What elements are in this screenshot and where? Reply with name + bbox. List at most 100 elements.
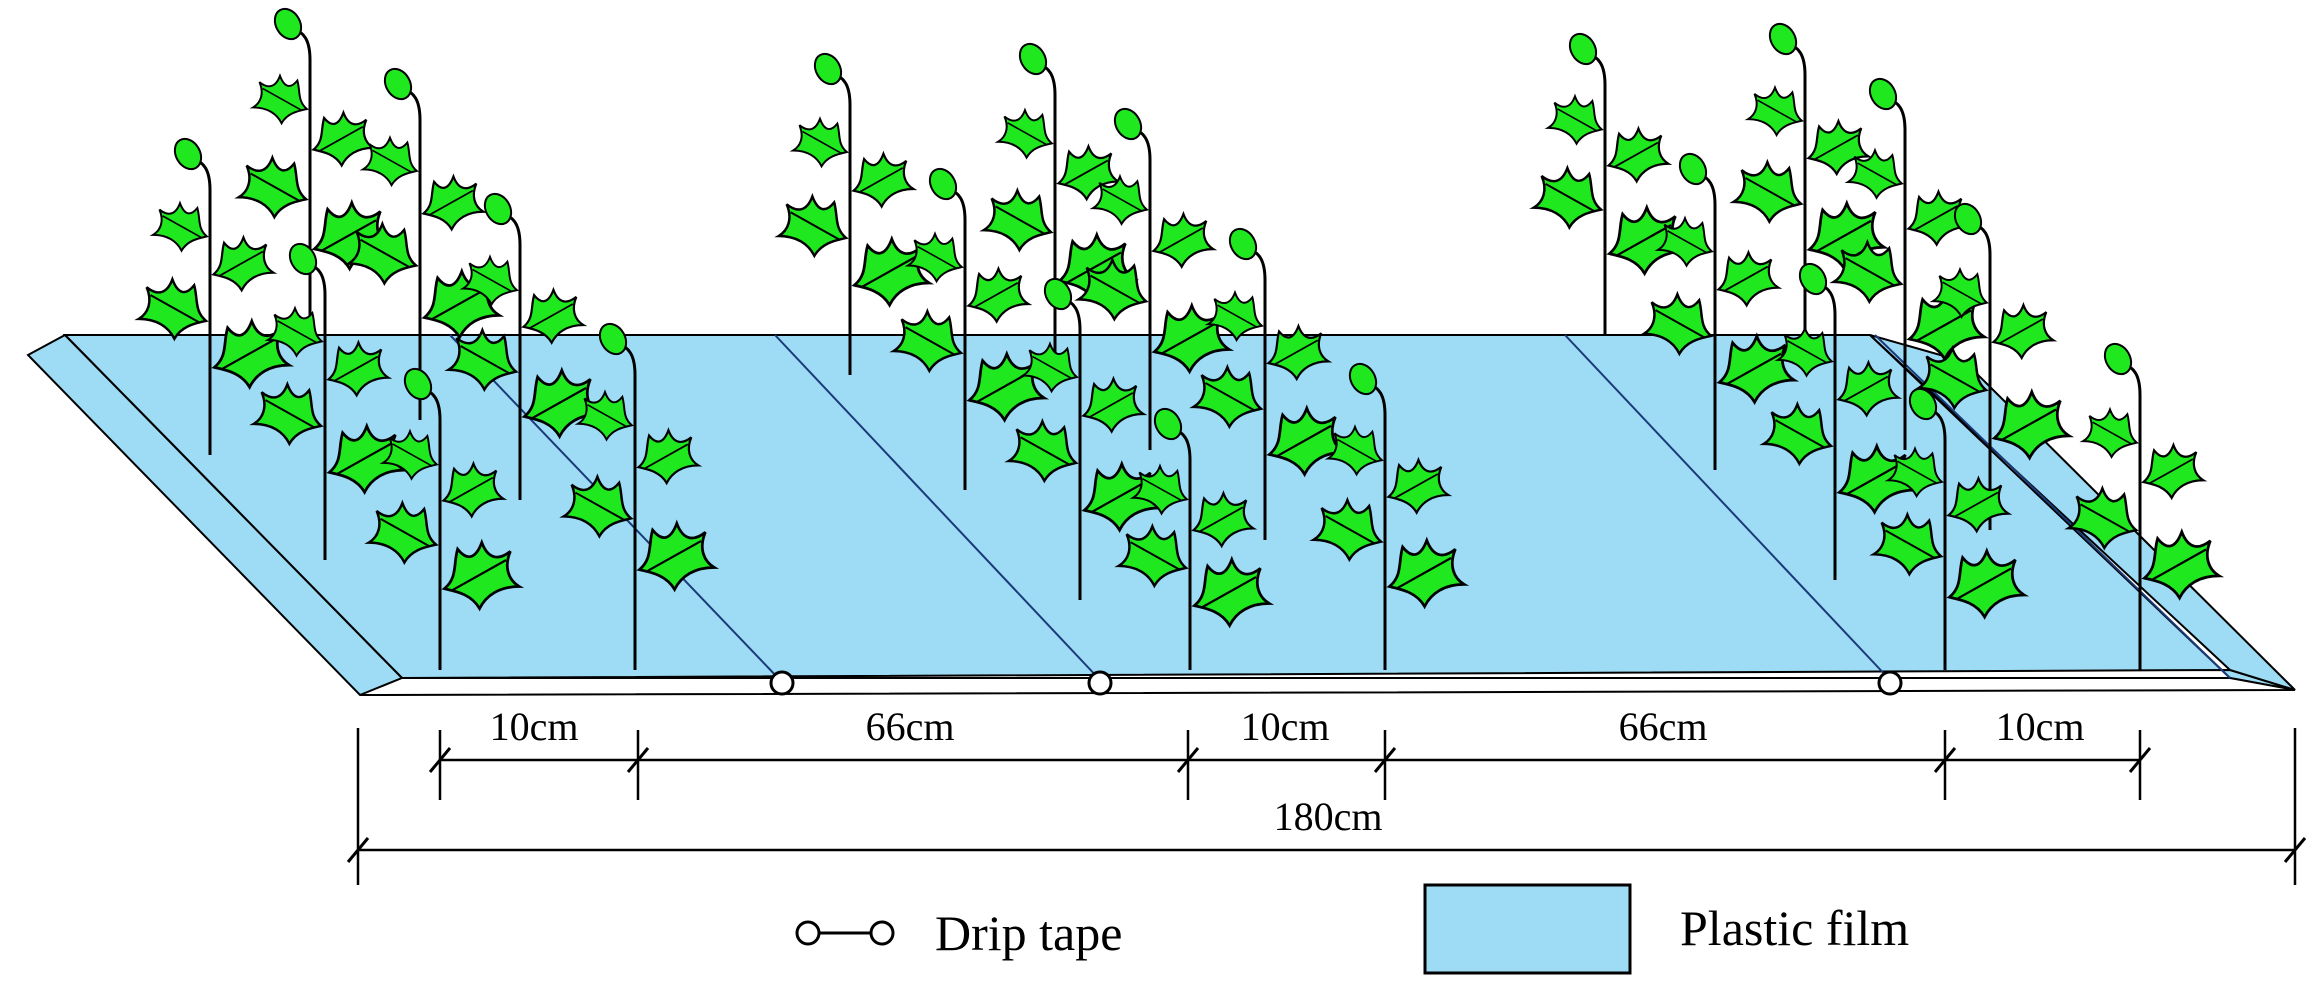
plant-bud <box>1348 362 1378 396</box>
cotton-plant-icon-20 <box>1764 262 1914 580</box>
dim-tick-4 <box>1373 747 1397 773</box>
cotton-plant-icon-1 <box>139 137 289 455</box>
drip-tapes <box>769 670 1903 696</box>
plant-leaf <box>1534 168 1601 227</box>
plant-leaf <box>969 269 1029 322</box>
cotton-plant-icon-18 <box>1734 22 1884 335</box>
dimension-lines: 10cm 66cm 10cm 66cm 10cm 180cm <box>346 704 2307 885</box>
drip-tape-icon <box>795 920 895 946</box>
cotton-plant-icon-23 <box>2069 342 2219 670</box>
legend-plastic-film-label: Plastic film <box>1680 900 1909 956</box>
plant-leaf <box>984 191 1051 250</box>
cotton-plant-icon-5 <box>369 367 519 670</box>
film-fold-left <box>64 334 403 679</box>
plant-leaf <box>1748 88 1802 135</box>
cotton-plant-icon-17 <box>1644 152 1794 470</box>
plant-leaf <box>1154 214 1214 267</box>
plant-bud <box>1153 407 1183 441</box>
cotton-plant-icon-12 <box>1009 277 1159 600</box>
plant-leaf <box>139 279 206 338</box>
plant-bud <box>928 167 958 201</box>
drip-tape-2 <box>1087 670 1113 696</box>
cotton-plant-icon-11 <box>1079 107 1229 450</box>
plant-leaf <box>363 138 417 185</box>
plant-bud <box>1043 277 1073 311</box>
plant-bud <box>1768 22 1798 56</box>
plant-leaf <box>153 203 207 250</box>
plant-bud <box>1798 262 1828 296</box>
plant-bud <box>1228 227 1258 261</box>
plant-bud <box>813 52 843 86</box>
plant-leaf <box>424 177 484 230</box>
dim-label-1: 10cm <box>490 704 579 749</box>
plant-bud <box>273 7 303 41</box>
plant-bud <box>403 367 433 401</box>
cotton-plant-icon-8 <box>779 52 929 375</box>
cotton-plant-icon-6 <box>449 192 599 500</box>
plant-bud <box>1568 32 1598 66</box>
plant-bud <box>1018 42 1048 76</box>
cotton-plant-icon-21 <box>1919 202 2069 530</box>
plant-leaf <box>2144 445 2204 498</box>
plant-leaf <box>1994 305 2054 358</box>
dim-label-3: 10cm <box>1241 704 1330 749</box>
furrow-line-4 <box>1874 334 2231 679</box>
cotton-plant-icon-7 <box>564 322 714 670</box>
furrow-line-2 <box>774 334 1101 681</box>
plant-bud <box>1678 152 1708 186</box>
plant-bud <box>173 137 203 171</box>
cotton-plant-icon-15 <box>1314 362 1464 670</box>
dim-label-5: 10cm <box>1996 704 2085 749</box>
dim-label-total: 180cm <box>1274 794 1383 839</box>
cotton-plant-icon-19 <box>1834 77 1984 450</box>
dim-label-4: 66cm <box>1619 704 1708 749</box>
plant-leaf <box>314 113 374 166</box>
dim-total-tick-2 <box>2283 837 2307 863</box>
drip-tape-1 <box>769 670 795 696</box>
cotton-plant-icon-13 <box>1119 407 1269 670</box>
plant-bud <box>1908 387 1938 421</box>
furrow-line-3 <box>1564 334 1891 681</box>
plant-leaf <box>349 224 416 283</box>
plant-leaf <box>2083 410 2137 457</box>
plant-leaf <box>1719 252 1779 305</box>
cotton-plant-icon-2 <box>239 7 389 345</box>
cotton-plant-icon-14 <box>1194 227 1344 540</box>
plant-bud <box>483 192 513 226</box>
plant-leaf <box>854 154 914 207</box>
plant-bud <box>1113 107 1143 141</box>
plant-leaf <box>1734 162 1801 221</box>
cotton-plant-icon-22 <box>1874 387 2024 670</box>
plant-leaf <box>1609 129 1669 182</box>
plant-bud <box>1953 202 1983 236</box>
plant-leaf <box>1834 242 1901 301</box>
cotton-plant-icon-4 <box>254 242 404 560</box>
plant-bud <box>2103 342 2133 376</box>
legend: Drip tape Plastic film <box>795 883 1909 975</box>
plant-bud <box>383 67 413 101</box>
drip-tape-3 <box>1877 670 1903 696</box>
plant-leaf <box>779 196 846 255</box>
dim-total-tick-1 <box>346 837 370 863</box>
cotton-plant-icon-10 <box>984 42 1134 375</box>
plant-bud <box>598 322 628 356</box>
dim-tick-6 <box>2128 747 2152 773</box>
plant-bud <box>288 242 318 276</box>
plant-leaf <box>253 76 307 123</box>
plant-leaf <box>1848 150 1902 197</box>
dim-tick-3 <box>1176 747 1200 773</box>
plant-leaf <box>1658 218 1712 265</box>
dim-tick-5 <box>1933 747 1957 773</box>
bed-front-edge <box>359 677 2296 696</box>
plastic-film-swatch <box>1423 883 1632 975</box>
plant-leaf <box>1548 96 1602 143</box>
cotton-plants <box>139 7 2219 670</box>
dim-tick-2 <box>626 747 650 773</box>
plant-leaf <box>1079 260 1146 319</box>
plant-leaf <box>239 158 306 217</box>
dim-tick-1 <box>428 747 452 773</box>
plant-leaf <box>214 237 274 290</box>
plant-bud <box>1868 77 1898 111</box>
plant-leaf <box>998 110 1052 157</box>
cotton-plant-icon-9 <box>894 167 1044 490</box>
